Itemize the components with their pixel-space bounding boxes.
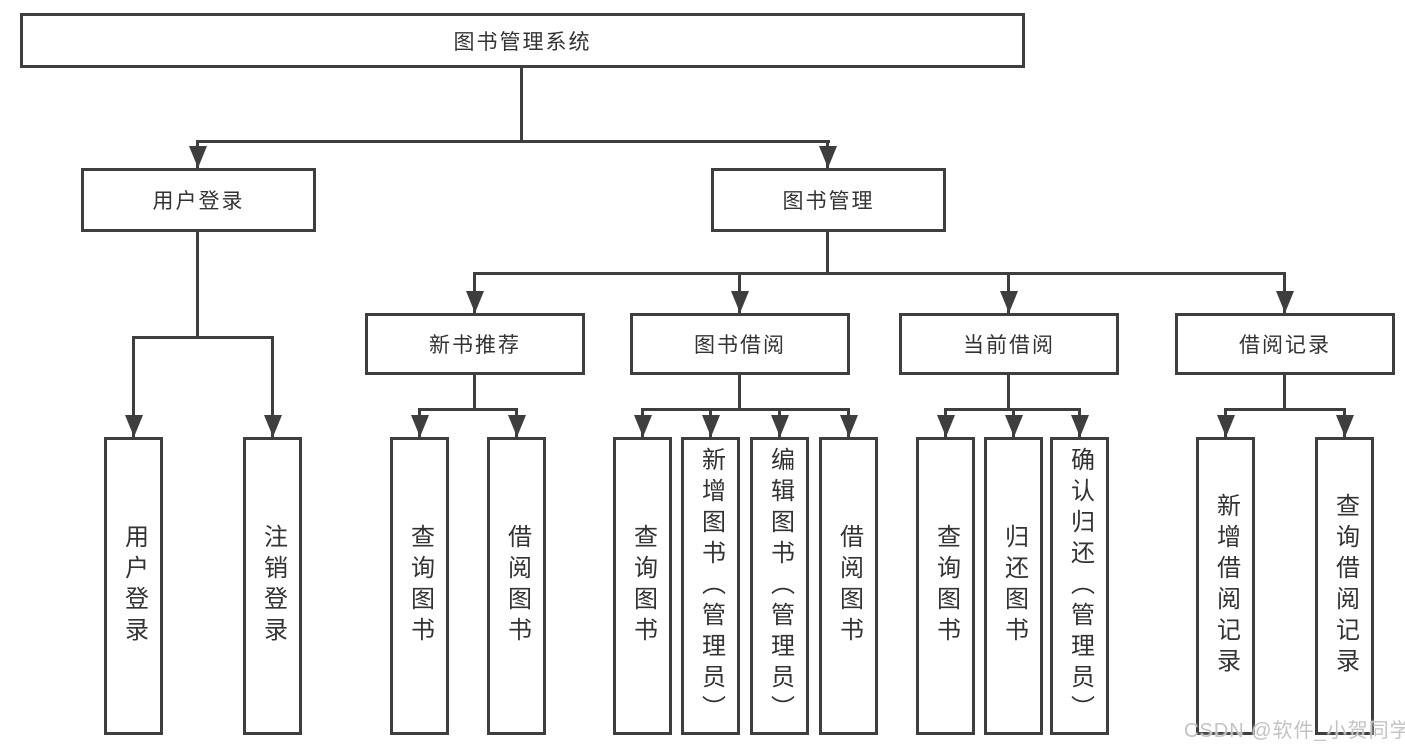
node-user-login: 用户登录 — [81, 168, 316, 232]
leaf-newbook-query-books: 查询图书 — [390, 437, 449, 735]
connector-current-borrow-stem — [1007, 375, 1010, 411]
arrow-down-icon — [937, 415, 955, 437]
leaf-user-login-label: 用户登录 — [120, 524, 148, 648]
leaf-logout-label: 注销登录 — [259, 524, 287, 648]
leaf-current-confirm-return-admin: 确认归还（管理员） — [1050, 437, 1109, 735]
leaf-records-add-record: 新增借阅记录 — [1196, 437, 1255, 735]
leaf-current-return-books-label: 归还图书 — [1000, 524, 1028, 648]
node-root-label: 图书管理系统 — [453, 30, 592, 54]
node-book-management: 图书管理 — [711, 168, 946, 232]
node-root: 图书管理系统 — [20, 13, 1025, 68]
connector-book-borrow-bar — [641, 408, 850, 411]
connector-new-book-stem — [473, 375, 476, 411]
node-borrow-records-label: 借阅记录 — [1239, 334, 1331, 357]
arrow-down-icon — [264, 415, 282, 437]
leaf-borrow-edit-books-admin-label: 编辑图书（管理员） — [766, 446, 794, 726]
leaf-records-add-record-label: 新增借阅记录 — [1212, 493, 1240, 679]
leaf-records-query-record-label: 查询借阅记录 — [1331, 493, 1359, 679]
arrow-down-icon — [508, 415, 526, 437]
node-book-borrow-label: 图书借阅 — [694, 334, 786, 357]
node-new-book-recommend-label: 新书推荐 — [429, 334, 521, 357]
arrow-down-icon — [819, 146, 837, 168]
leaf-current-query-books-label: 查询图书 — [932, 524, 960, 648]
connector-user-login-stem — [196, 232, 199, 339]
connector-level1-bar — [196, 140, 830, 143]
connector-user-login-bar — [132, 336, 274, 339]
node-book-borrow: 图书借阅 — [630, 313, 850, 375]
leaf-current-confirm-return-admin-label: 确认归还（管理员） — [1066, 446, 1094, 726]
arrow-down-icon — [731, 291, 749, 313]
leaf-user-login: 用户登录 — [104, 437, 163, 735]
arrow-down-icon — [634, 415, 652, 437]
leaf-borrow-borrow-books-label: 借阅图书 — [835, 524, 863, 648]
node-book-management-label: 图书管理 — [782, 190, 875, 213]
arrow-down-icon — [771, 415, 789, 437]
leaf-logout: 注销登录 — [243, 437, 302, 735]
leaf-borrow-query-books: 查询图书 — [613, 437, 672, 735]
arrow-down-icon — [1071, 415, 1089, 437]
connector-drop-leaf-user-login — [132, 336, 135, 437]
connector-drop-leaf-logout — [271, 336, 274, 437]
leaf-newbook-borrow-books-label: 借阅图书 — [503, 524, 531, 648]
node-borrow-records: 借阅记录 — [1175, 313, 1395, 375]
csdn-watermark: CSDN @软件_小贺同学 — [1184, 720, 1405, 742]
leaf-borrow-add-books-admin: 新增图书（管理员） — [681, 437, 740, 735]
leaf-borrow-add-books-admin-label: 新增图书（管理员） — [697, 446, 725, 726]
connector-book-borrow-stem — [738, 375, 741, 411]
node-current-borrow: 当前借阅 — [899, 313, 1119, 375]
arrow-down-icon — [1005, 415, 1023, 437]
arrow-down-icon — [1276, 291, 1294, 313]
leaf-records-query-record: 查询借阅记录 — [1315, 437, 1374, 735]
arrow-down-icon — [1217, 415, 1235, 437]
arrow-down-icon — [125, 415, 143, 437]
arrow-down-icon — [1000, 291, 1018, 313]
connector-root-stem — [520, 68, 523, 143]
connector-book-management-stem — [826, 232, 829, 275]
arrow-down-icon — [466, 291, 484, 313]
arrow-down-icon — [411, 415, 429, 437]
arrow-down-icon — [840, 415, 858, 437]
arrow-down-icon — [189, 146, 207, 168]
node-user-login-label: 用户登录 — [152, 190, 245, 213]
leaf-borrow-edit-books-admin: 编辑图书（管理员） — [750, 437, 809, 735]
connector-new-book-bar — [418, 408, 518, 411]
arrow-down-icon — [702, 415, 720, 437]
leaf-current-query-books: 查询图书 — [916, 437, 975, 735]
node-new-book-recommend: 新书推荐 — [365, 313, 585, 375]
connector-borrow-records-bar — [1224, 408, 1346, 411]
leaf-newbook-query-books-label: 查询图书 — [406, 524, 434, 648]
connector-borrow-records-stem — [1283, 375, 1286, 411]
node-current-borrow-label: 当前借阅 — [963, 334, 1055, 357]
leaf-borrow-query-books-label: 查询图书 — [629, 524, 657, 648]
leaf-newbook-borrow-books: 借阅图书 — [487, 437, 546, 735]
arrow-down-icon — [1336, 415, 1354, 437]
leaf-current-return-books: 归还图书 — [984, 437, 1043, 735]
leaf-borrow-borrow-books: 借阅图书 — [819, 437, 878, 735]
connector-level3-bar — [473, 272, 1286, 275]
